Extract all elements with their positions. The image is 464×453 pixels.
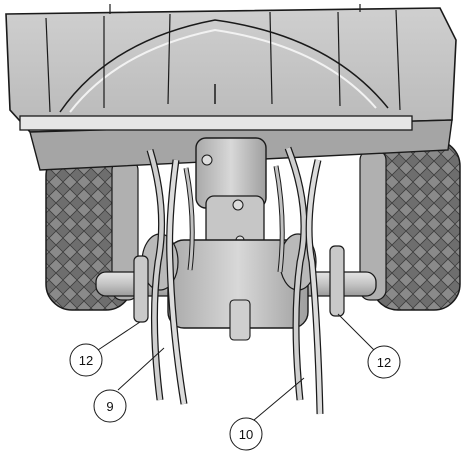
callout-9: 9 (93, 389, 127, 423)
callout-9-label: 9 (106, 399, 113, 414)
callout-12-left: 12 (69, 343, 103, 377)
left-wheel (45, 149, 139, 311)
gearbox-column (195, 137, 267, 255)
callout-10: 10 (229, 417, 263, 451)
callout-12-right-label: 12 (377, 355, 391, 370)
left-end-clip (133, 255, 149, 323)
callout-10-label: 10 (239, 427, 253, 442)
right-wheel (359, 139, 461, 311)
right-tines (273, 146, 324, 415)
callout-12-right: 12 (367, 345, 401, 379)
leader-lines (97, 313, 375, 421)
callout-12-left-label: 12 (79, 353, 93, 368)
right-end-clip (329, 245, 345, 317)
